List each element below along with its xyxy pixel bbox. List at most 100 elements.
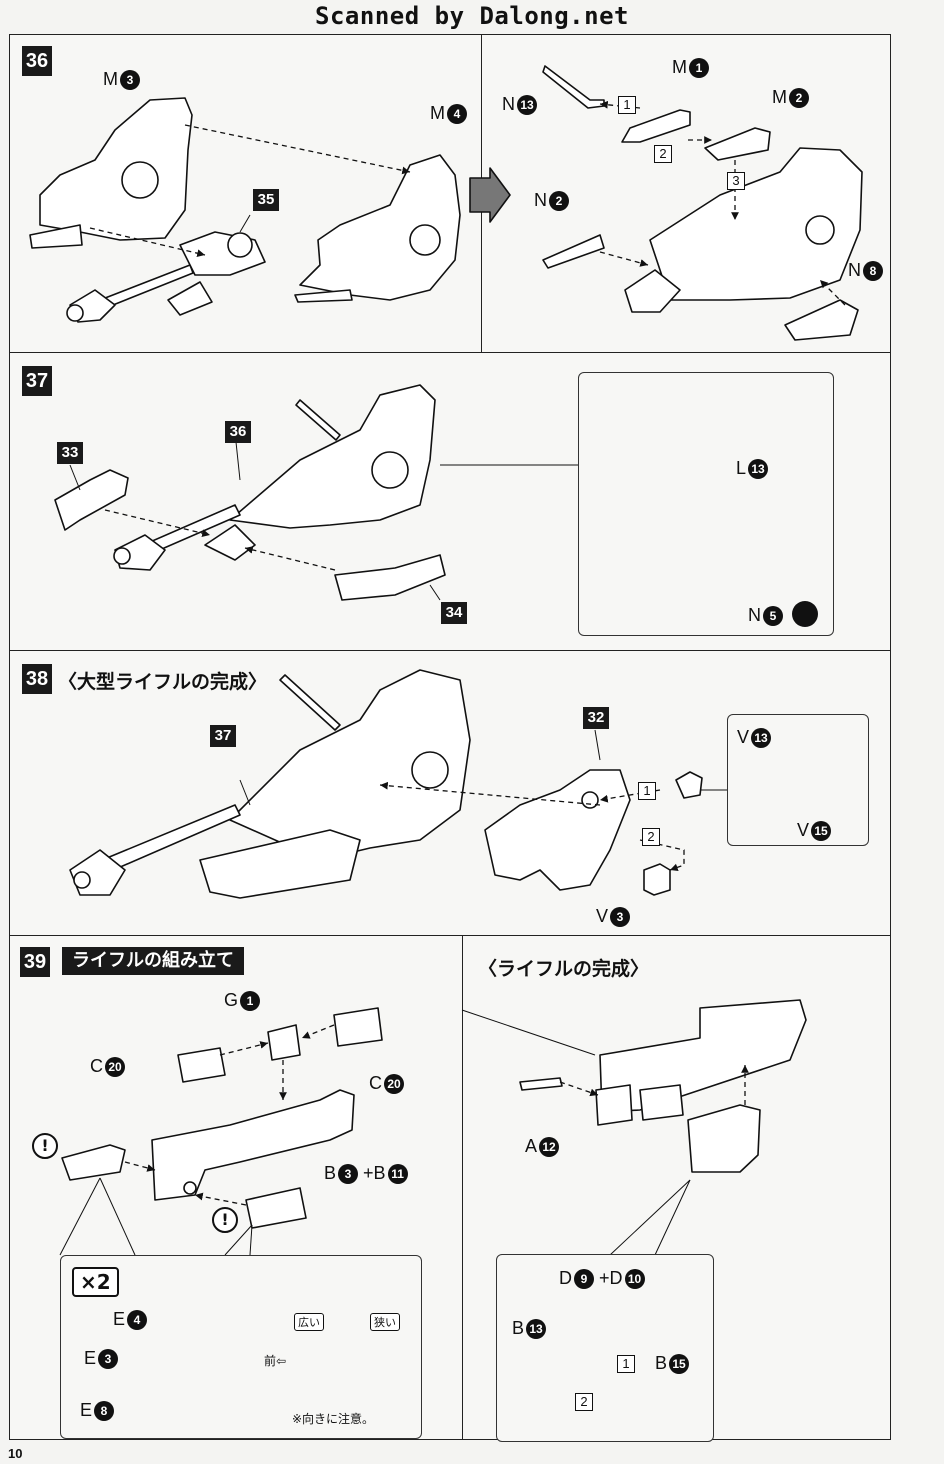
wide-side-tag: 広い [294,1313,324,1331]
divider [9,935,891,936]
step-number-36: 36 [22,46,52,76]
part-number: 8 [94,1401,115,1422]
part-letter: C [90,1056,103,1076]
plus-sign: + [363,1163,374,1183]
part-letter: L [736,458,747,478]
part-number: 10 [624,1269,645,1290]
plus-sign: + [599,1268,610,1288]
part-letter: M [672,57,687,77]
part-number: 3 [120,70,140,91]
part-number: 2 [789,88,809,109]
part-letter: V [797,820,810,840]
page-number: 10 [8,1446,23,1461]
part-number: 1 [689,58,709,79]
front-label: 前⇦ [264,1354,287,1368]
part-letter: G [224,990,239,1010]
part-number: 15 [669,1354,690,1375]
detail-inset [60,1255,422,1439]
part-number: 20 [105,1057,125,1078]
order-marker: 1 [617,1355,635,1373]
part-letter: V [596,906,609,926]
order-marker: 1 [638,782,656,800]
front-text: 前 [264,1354,277,1368]
divider [462,935,463,1440]
part-number: 20 [384,1074,404,1095]
part-letter: N [848,260,861,280]
scan-header: Scanned by Dalong.net [315,2,629,30]
part-number: 13 [526,1319,547,1340]
part-letter: B [655,1353,668,1373]
part-number: 9 [574,1269,594,1290]
detail-inset [578,372,834,636]
part-letter: N [502,94,515,114]
part-letter: B [512,1318,525,1338]
part-letter: M [430,103,445,123]
glue-icon [792,601,818,627]
divider [9,650,891,651]
part-letter: N [534,190,547,210]
section-title: 〈ライフルの完成〉 [478,958,650,980]
part-letter: C [369,1073,382,1093]
part-letter: E [84,1348,97,1368]
part-number: 12 [539,1137,560,1158]
part-number: 13 [517,95,537,116]
order-marker: 2 [575,1393,593,1411]
part-number: 3 [610,907,631,928]
part-letter: B [373,1163,386,1183]
step-number-37: 37 [22,366,52,396]
ref-step-36: 36 [225,421,251,443]
ref-step-37: 37 [210,725,236,747]
part-letter: M [772,87,787,107]
ref-step-33: 33 [57,442,83,464]
ref-step-34: 34 [441,602,467,624]
part-number: 4 [127,1310,148,1331]
part-number: 3 [98,1349,119,1370]
orientation-note: ※向きに注意。 [292,1412,375,1426]
step-number-38: 38 [22,664,52,694]
quantity-badge: ×2 [72,1267,119,1297]
part-number: 13 [751,728,772,749]
part-letter: D [559,1268,572,1288]
divider [9,352,891,353]
part-letter: E [80,1400,93,1420]
part-letter: V [737,727,750,747]
narrow-side-tag: 狭い [370,1313,400,1331]
part-letter: N [748,605,761,625]
step-number-39: 39 [20,947,50,977]
part-letter: A [525,1136,538,1156]
part-number: 1 [240,991,261,1012]
part-letter: D [609,1268,623,1288]
order-marker: 1 [618,96,636,114]
part-number: 8 [863,261,883,282]
part-letter: B [324,1163,337,1183]
ref-step-35: 35 [253,189,279,211]
order-marker: 2 [654,145,672,163]
step-banner: ライフルの組み立て [62,947,244,975]
detail-inset [496,1254,714,1442]
part-number: 5 [763,606,783,627]
part-letter: E [113,1309,126,1329]
order-marker: 3 [727,172,745,190]
